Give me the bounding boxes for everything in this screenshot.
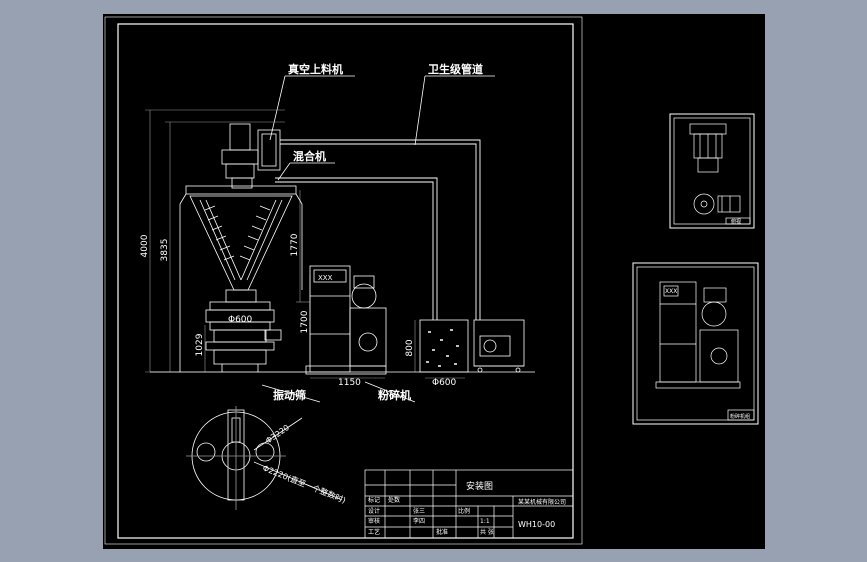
sanitary-pipes [275, 139, 481, 320]
tb-name-a: 张三 [413, 507, 425, 515]
thumbnail-top [669, 113, 755, 229]
label-crusher: 粉碎机 [378, 388, 411, 402]
tb-scale-value: 1:1 [480, 518, 490, 525]
dim-1029: 1029 [195, 333, 205, 356]
thumbnail-bottom-label: 粉碎机组 [730, 413, 750, 420]
top-view [186, 406, 343, 510]
dim-600-screen: Φ600 [228, 315, 253, 325]
tb-sheets: 共 张 [480, 528, 494, 536]
tb-name-b: 李四 [413, 517, 425, 525]
mixer [179, 123, 303, 372]
tb-process: 工艺 [368, 528, 380, 536]
dim-3835: 3835 [160, 239, 170, 262]
dim-4000: 4000 [140, 234, 150, 257]
thumbnail-top-label: 俯视 [731, 218, 741, 225]
label-vacuum-loader: 真空上料机 [288, 62, 343, 76]
outer-frame [104, 16, 583, 545]
company-name: 某某机械有限公司 [518, 498, 566, 506]
tb-approve: 批准 [436, 528, 448, 536]
drawing-sheet [103, 14, 765, 549]
dim-1770: 1770 [290, 233, 300, 256]
tb-check: 审核 [368, 517, 380, 525]
crusher-cabinet [305, 265, 387, 375]
title-block [364, 469, 574, 539]
tb-design: 设计 [368, 507, 380, 515]
thumbnail-bottom [632, 262, 759, 425]
label-vibrating-screen: 振动筛 [273, 388, 306, 402]
drawing-number: WH10-00 [518, 520, 555, 529]
label-mixer: 混合机 [293, 149, 326, 163]
dim-1150: 1150 [338, 378, 361, 388]
tb-scale-label: 比例 [458, 507, 470, 515]
main-frame [117, 23, 574, 539]
tb-mark: 标记 [368, 496, 380, 504]
tb-count: 处数 [388, 496, 400, 504]
crusher-badge: XXX [318, 274, 333, 282]
label-sanitary-pipe: 卫生级管道 [428, 62, 483, 76]
dim-1700: 1700 [300, 310, 310, 333]
callouts [261, 75, 495, 403]
thumbnail-badge: XXX [665, 288, 677, 295]
dim-800: 800 [405, 339, 415, 356]
dim-600: Φ600 [432, 378, 457, 388]
drawing-title: 安装图 [466, 480, 493, 492]
vibrating-screen [205, 301, 282, 372]
